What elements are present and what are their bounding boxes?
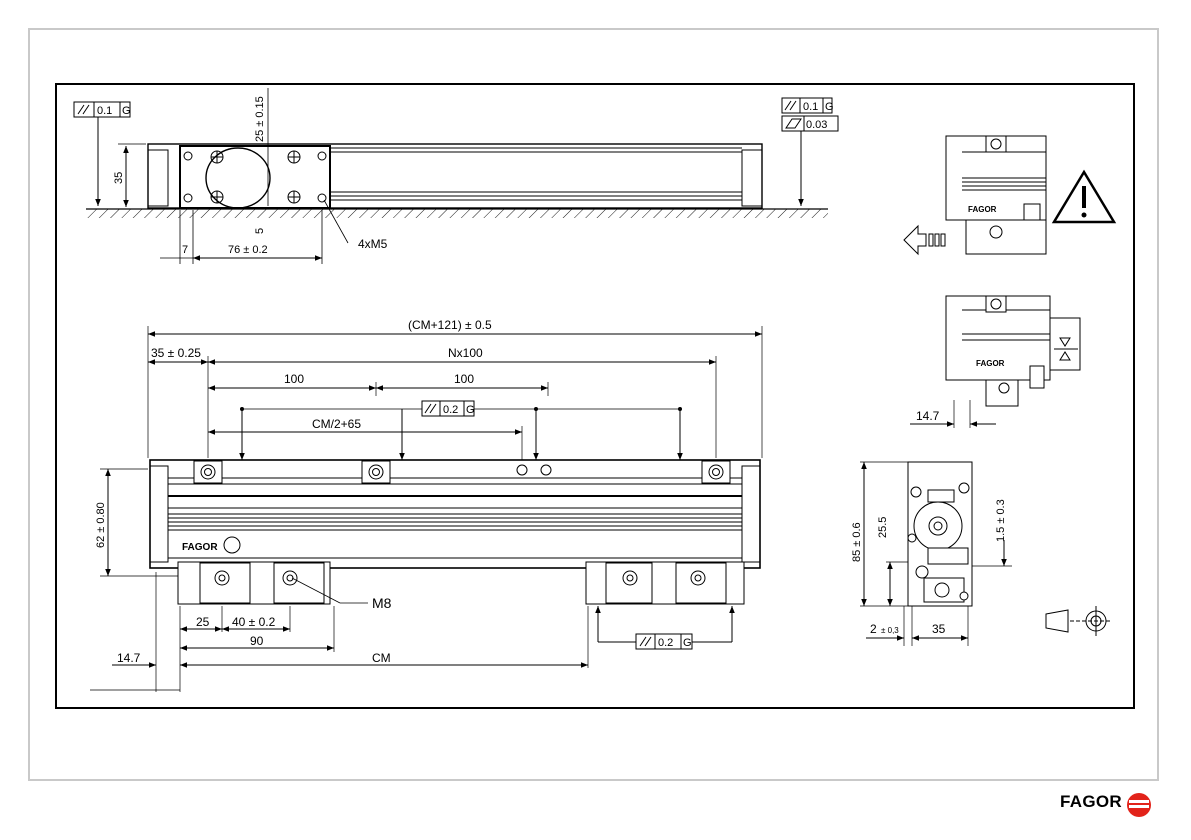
dim-side-1-5: 1.5 ± 0.3 <box>995 499 1007 542</box>
tolerance-value: 0.1 <box>97 105 112 117</box>
parallelism-tolerance-left: 0.1 G <box>74 102 131 206</box>
tolerance-value: 0.2 <box>443 404 458 416</box>
dim-small-5: 5 <box>254 228 266 234</box>
dim-side-2-tolerance: ± 0,3 <box>881 626 899 635</box>
dim-pitch: Nx100 <box>448 346 483 360</box>
tolerance-frames-right: 0.1 G 0.03 <box>782 98 838 206</box>
dim-vertical-25: 25 ± 0.15 <box>254 96 266 142</box>
detail-brand-label-2: FAGOR <box>976 359 1005 368</box>
dim-40: 40 ± 0.2 <box>232 615 276 629</box>
logo-text: FAGOR <box>1060 792 1122 812</box>
dim-edge-7: 7 <box>182 244 188 256</box>
side-views: FAGOR FAGOR <box>851 136 1114 646</box>
dim-side-85: 85 ± 0.6 <box>851 522 863 562</box>
front-view: FAGOR (CM+121) ± 0.5 35 ± 0.25 Nx100 <box>90 318 762 692</box>
dim-height-35: 35 <box>113 172 125 184</box>
flatness-value: 0.03 <box>806 119 827 131</box>
dim-25: 25 <box>196 615 210 629</box>
callout-M8: M8 <box>372 595 392 611</box>
dim-side-35: 35 <box>932 622 946 636</box>
tolerance-value: 0.2 <box>658 637 673 649</box>
dim-side-14-7: 14.7 <box>916 409 940 423</box>
detail-brand-label-1: FAGOR <box>968 205 997 214</box>
dim-left-offset: 35 ± 0.25 <box>151 346 201 360</box>
logo-mark-icon <box>1126 792 1152 818</box>
dim-height-62: 62 ± 0.80 <box>95 502 107 548</box>
dim-100-b: 100 <box>454 372 474 386</box>
dim-total-length: (CM+121) ± 0.5 <box>408 318 492 332</box>
callout-4xM5: 4xM5 <box>358 237 388 251</box>
warning-icon <box>1054 172 1114 222</box>
dim-center: CM/2+65 <box>312 417 361 431</box>
dim-span-76: 76 ± 0.2 <box>228 244 268 256</box>
dim-side-25-5: 25.5 <box>877 517 889 538</box>
body-brand-label: FAGOR <box>182 542 218 553</box>
datum-letter: G <box>466 404 475 416</box>
dim-100-a: 100 <box>284 372 304 386</box>
dim-CM: CM <box>372 651 391 665</box>
dim-90: 90 <box>250 634 264 648</box>
projection-symbol-icon <box>1046 606 1110 636</box>
dim-14-7: 14.7 <box>117 651 141 665</box>
direction-arrow-icon <box>904 226 945 254</box>
datum-letter: G <box>825 101 834 113</box>
dim-side-2: 2 <box>870 622 877 636</box>
tolerance-value: 0.1 <box>803 101 818 113</box>
parallelism-tolerance-bottom: 0.2 G <box>636 634 692 649</box>
parallelism-tolerance-top: 0.2 G <box>422 401 475 416</box>
datum-letter: G <box>683 637 692 649</box>
fagor-logo: FAGOR <box>1060 790 1160 820</box>
datum-letter: G <box>122 105 131 117</box>
top-view: 0.1 G 0.1 G 0.03 35 25 ± 0.15 5 <box>74 88 838 264</box>
